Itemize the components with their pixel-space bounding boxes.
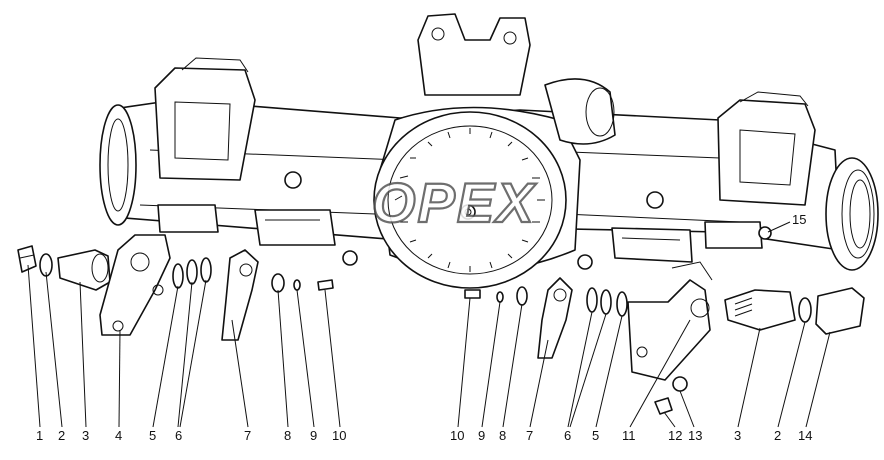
callout-right-11: 11 [622,428,636,443]
callout-left-8: 8 [284,428,291,443]
callout-15: 15 [792,212,806,227]
callout-right-6: 6 [564,428,571,443]
leader-lines [27,221,831,428]
callout-right-13: 13 [688,428,702,443]
callout-right-7: 7 [526,428,533,443]
callout-left-5: 5 [149,428,156,443]
callout-right-5: 5 [592,428,599,443]
callout-left-7: 7 [244,428,251,443]
callout-left-3: 3 [82,428,89,443]
callout-right-9: 9 [478,428,485,443]
callouts: 1 2 3 4 5 6 7 8 9 10 10 9 8 7 6 5 11 12 … [36,212,812,443]
callout-left-10: 10 [332,428,346,443]
callout-right-8: 8 [499,428,506,443]
axle-housing [99,13,879,289]
callout-right-3: 3 [734,428,741,443]
right-parts [464,261,865,415]
callout-right-14: 14 [798,428,812,443]
callout-right-12: 12 [668,428,682,443]
callout-left-4: 4 [115,428,122,443]
left-parts [17,234,334,341]
callout-left-1: 1 [36,428,43,443]
watermark-text: OPEX [372,171,537,234]
callout-right-2: 2 [774,428,781,443]
callout-left-9: 9 [310,428,317,443]
callout-left-6: 6 [175,428,182,443]
callout-right-10: 10 [450,428,464,443]
callout-left-2: 2 [58,428,65,443]
